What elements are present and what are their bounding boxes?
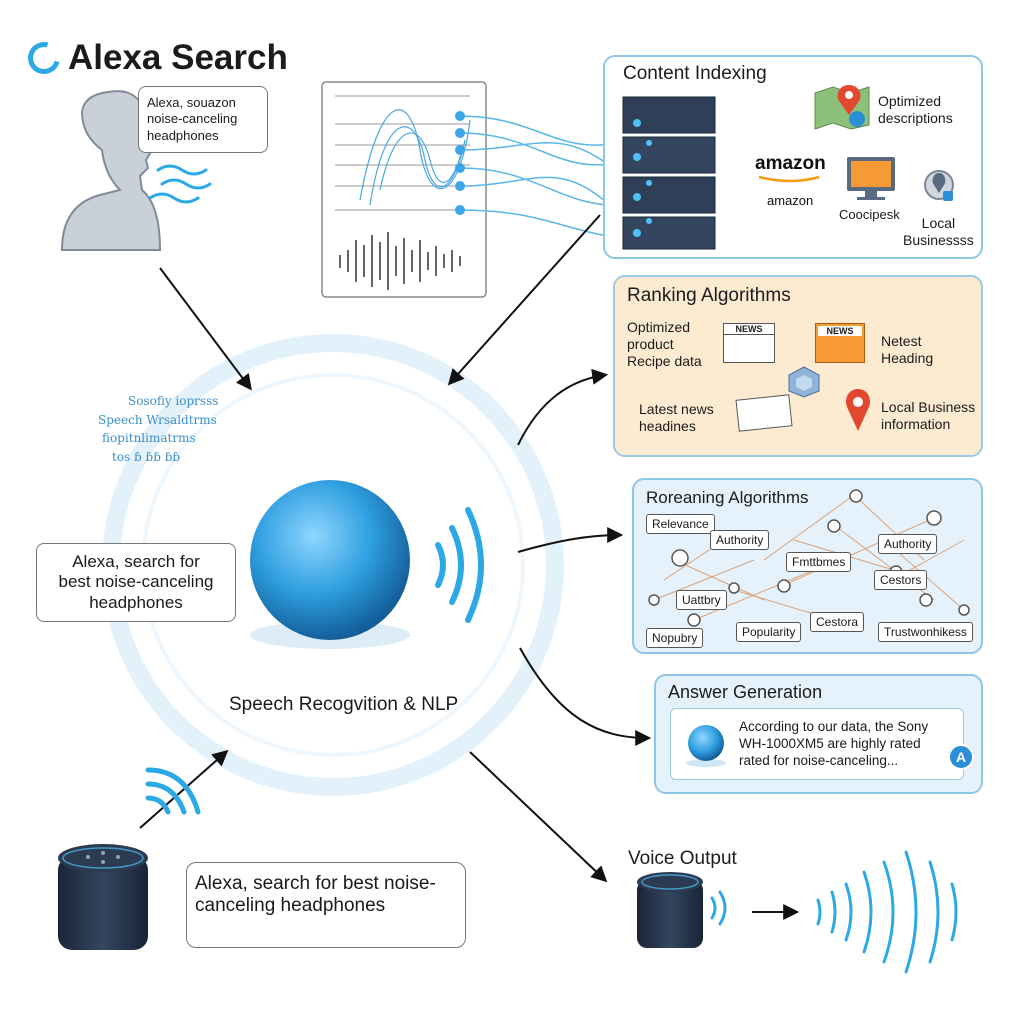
speaker-signal-icon bbox=[145, 767, 201, 815]
voice-output-title: Voice Output bbox=[628, 848, 737, 869]
coocipesk-label: Coocipesk bbox=[839, 207, 900, 222]
answer-text: According to our data, the Sony WH-1000X… bbox=[739, 719, 929, 768]
local-businesses-label: Local Businessss bbox=[903, 215, 974, 248]
voice-output-speaker-icon bbox=[637, 872, 703, 948]
newspaper-stack-icon bbox=[735, 394, 793, 432]
reranking-algorithms-panel: Roreaning Algorithms Relevance Authority… bbox=[632, 478, 983, 654]
ranking-algorithms-title: Ranking Algorithms bbox=[627, 285, 791, 306]
smart-speaker-icon bbox=[58, 844, 148, 950]
chip-popularity: Popularity bbox=[736, 622, 802, 642]
server-rack-icon bbox=[622, 96, 716, 250]
chip-relevance: Relevance bbox=[646, 514, 715, 534]
hub-label: Speech Recogvition & NLP bbox=[229, 694, 459, 715]
waveform-document bbox=[321, 81, 487, 298]
answer-badge: A bbox=[948, 744, 974, 770]
amazon-smile-icon bbox=[758, 175, 820, 183]
location-pin-icon bbox=[846, 389, 870, 431]
voice-output-waves-icon bbox=[710, 850, 958, 974]
map-pin-icon bbox=[814, 85, 870, 130]
speech-swirl-text: Sosofiy ioprsss Speech Wrsaldtrms fiopit… bbox=[98, 394, 219, 464]
chip-cestors: Cestors bbox=[874, 570, 928, 590]
chip-cestora: Cestora bbox=[810, 612, 865, 632]
chip-uattbry: Uattbry bbox=[676, 590, 727, 610]
answer-generation-title: Answer Generation bbox=[668, 682, 823, 702]
chip-trustwonhikess: Trustwonhikess bbox=[878, 622, 973, 642]
amazon-logo-large: amazon bbox=[755, 153, 826, 174]
answer-orb-icon bbox=[686, 725, 726, 767]
flow-arrows bbox=[139, 214, 800, 920]
chip-authority-2: Authority bbox=[878, 534, 938, 554]
sound-waves-icon bbox=[148, 164, 212, 204]
alexa-orb-icon bbox=[250, 480, 410, 640]
reranking-algorithms-title: Roreaning Algorithms bbox=[646, 488, 809, 507]
optimized-descriptions-label: Optimized descriptions bbox=[878, 93, 953, 126]
latest-news-label: Latest news headines bbox=[639, 401, 714, 434]
page-title: Alexa Search bbox=[68, 38, 288, 77]
newspaper-icon: NEWS bbox=[723, 323, 775, 363]
optimized-product-label: Optimized product Recipe data bbox=[627, 319, 702, 369]
news-heading-icon: NEWS bbox=[815, 323, 865, 363]
cube-network-icon bbox=[788, 366, 820, 398]
globe-location-icon bbox=[924, 170, 954, 201]
netest-heading-label: Netest Heading bbox=[881, 333, 934, 366]
query-bubble-bottom: Alexa, search for best noise- canceling … bbox=[186, 862, 466, 948]
hub-sound-waves-icon bbox=[435, 507, 484, 623]
user-speech-bubble: Alexa, souazon noise-canceling headphone… bbox=[138, 86, 268, 153]
chip-nopubry: Nopubry bbox=[646, 628, 704, 648]
content-indexing-title: Content Indexing bbox=[623, 63, 767, 84]
answer-card: According to our data, the Sony WH-1000X… bbox=[670, 708, 964, 780]
chip-authority-1: Authority bbox=[710, 530, 770, 550]
person-icon bbox=[60, 90, 162, 251]
local-business-info-label: Local Business information bbox=[881, 399, 976, 432]
query-bubble-left: Alexa, search for best noise-canceling h… bbox=[36, 543, 236, 623]
amazon-logo-small: amazon bbox=[767, 193, 814, 208]
content-indexing-panel: Content Indexing Optimized descriptions … bbox=[603, 55, 983, 259]
monitor-icon bbox=[847, 157, 895, 200]
ranking-algorithms-panel: Ranking Algorithms Optimized product Rec… bbox=[613, 275, 983, 457]
chip-fmttbmes: Fmttbmes bbox=[786, 552, 852, 572]
answer-generation-panel: Answer Generation According to our data,… bbox=[654, 674, 983, 794]
